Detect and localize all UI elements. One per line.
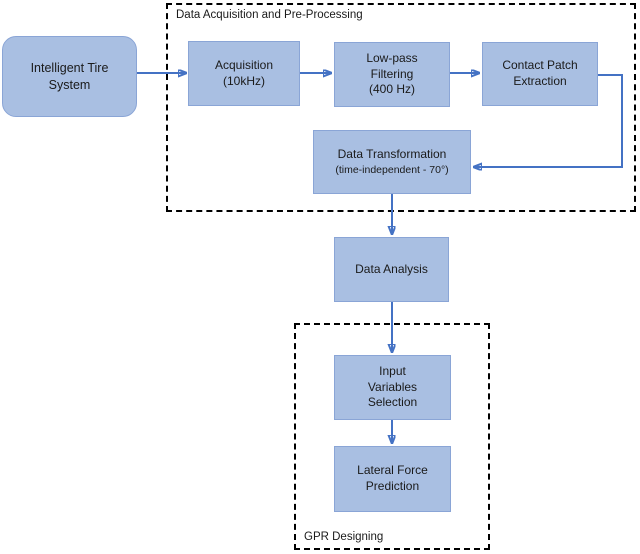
arrow-contact-patch-to-transformation <box>474 74 623 167</box>
node-data-transformation-subtitle: (time-independent - 70°) <box>335 164 449 176</box>
node-data-analysis: Data Analysis <box>334 237 449 302</box>
node-acquisition: Acquisition (10kHz) <box>188 41 300 106</box>
group-data-acquisition-preprocessing: Data Acquisition and Pre-Processing <box>166 3 636 212</box>
node-input-variables-selection: Input Variables Selection <box>334 355 451 420</box>
node-data-transformation: Data Transformation (time-independent - … <box>313 130 471 194</box>
node-low-pass-filtering: Low-pass Filtering (400 Hz) <box>334 42 450 107</box>
node-intelligent-tire-system: Intelligent Tire System <box>2 36 137 117</box>
node-lateral-force-prediction: Lateral Force Prediction <box>334 446 451 512</box>
group-label-gpr-designing: GPR Designing <box>304 531 384 543</box>
group-label-preprocessing: Data Acquisition and Pre-Processing <box>176 9 363 21</box>
node-contact-patch-extraction: Contact Patch Extraction <box>482 42 598 106</box>
node-data-transformation-title: Data Transformation <box>337 147 447 162</box>
